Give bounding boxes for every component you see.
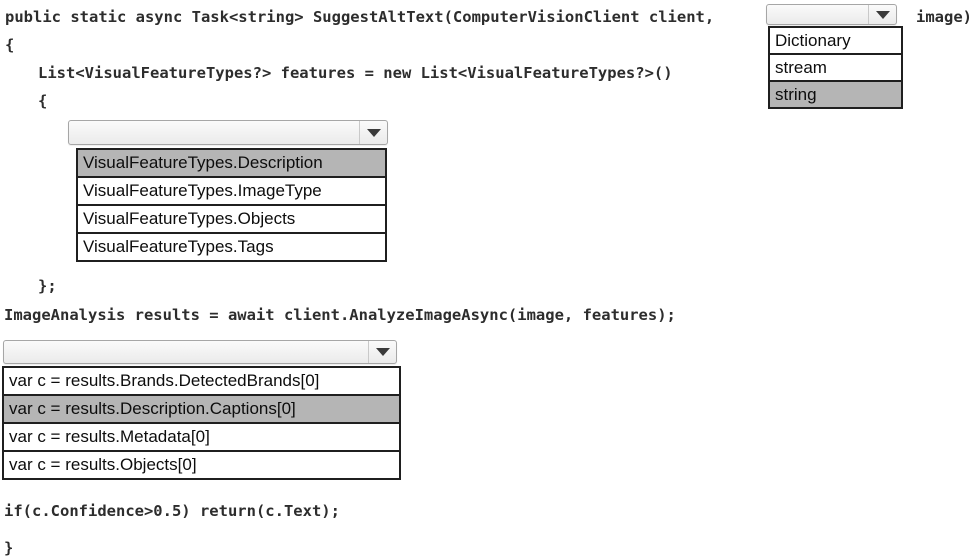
code-line-analyze-call: ImageAnalysis results = await client.Ana… (4, 306, 676, 324)
result-assignment-combobox[interactable] (3, 340, 397, 364)
chevron-down-icon (359, 121, 387, 144)
parameter-type-options-list: Dictionary stream string (768, 26, 903, 109)
parameter-type-combobox[interactable] (766, 4, 897, 25)
dropdown-option[interactable]: VisualFeatureTypes.Objects (78, 204, 385, 232)
code-line-open-brace: { (5, 36, 15, 54)
code-line-list-close: }; (38, 277, 57, 295)
dropdown-option[interactable]: VisualFeatureTypes.Tags (78, 232, 385, 260)
dropdown-option[interactable]: stream (770, 53, 901, 80)
code-line-if-statement: if(c.Confidence>0.5) return(c.Text); (4, 502, 340, 520)
dropdown-option[interactable]: VisualFeatureTypes.Description (78, 150, 385, 176)
dropdown-option[interactable]: var c = results.Brands.DetectedBrands[0] (4, 368, 399, 394)
chevron-down-icon (868, 5, 896, 24)
dropdown-option[interactable]: var c = results.Description.Captions[0] (4, 394, 399, 422)
code-line-signature: public static async Task<string> Suggest… (5, 8, 715, 26)
visual-feature-combobox[interactable] (68, 120, 388, 145)
dropdown-option[interactable]: VisualFeatureTypes.ImageType (78, 176, 385, 204)
dropdown-option[interactable]: var c = results.Metadata[0] (4, 422, 399, 450)
code-line-list-declaration: List<VisualFeatureTypes?> features = new… (38, 64, 673, 82)
dropdown-option[interactable]: string (770, 80, 901, 107)
dropdown-option[interactable]: var c = results.Objects[0] (4, 450, 399, 478)
code-line-inner-open-brace: { (38, 92, 48, 110)
chevron-down-icon (368, 341, 396, 363)
code-line-final-brace: } (4, 539, 14, 557)
code-line-image-param: image) (916, 8, 972, 26)
result-assignment-options-list: var c = results.Brands.DetectedBrands[0]… (2, 366, 401, 480)
dropdown-option[interactable]: Dictionary (770, 28, 901, 53)
visual-feature-options-list: VisualFeatureTypes.Description VisualFea… (76, 148, 387, 262)
